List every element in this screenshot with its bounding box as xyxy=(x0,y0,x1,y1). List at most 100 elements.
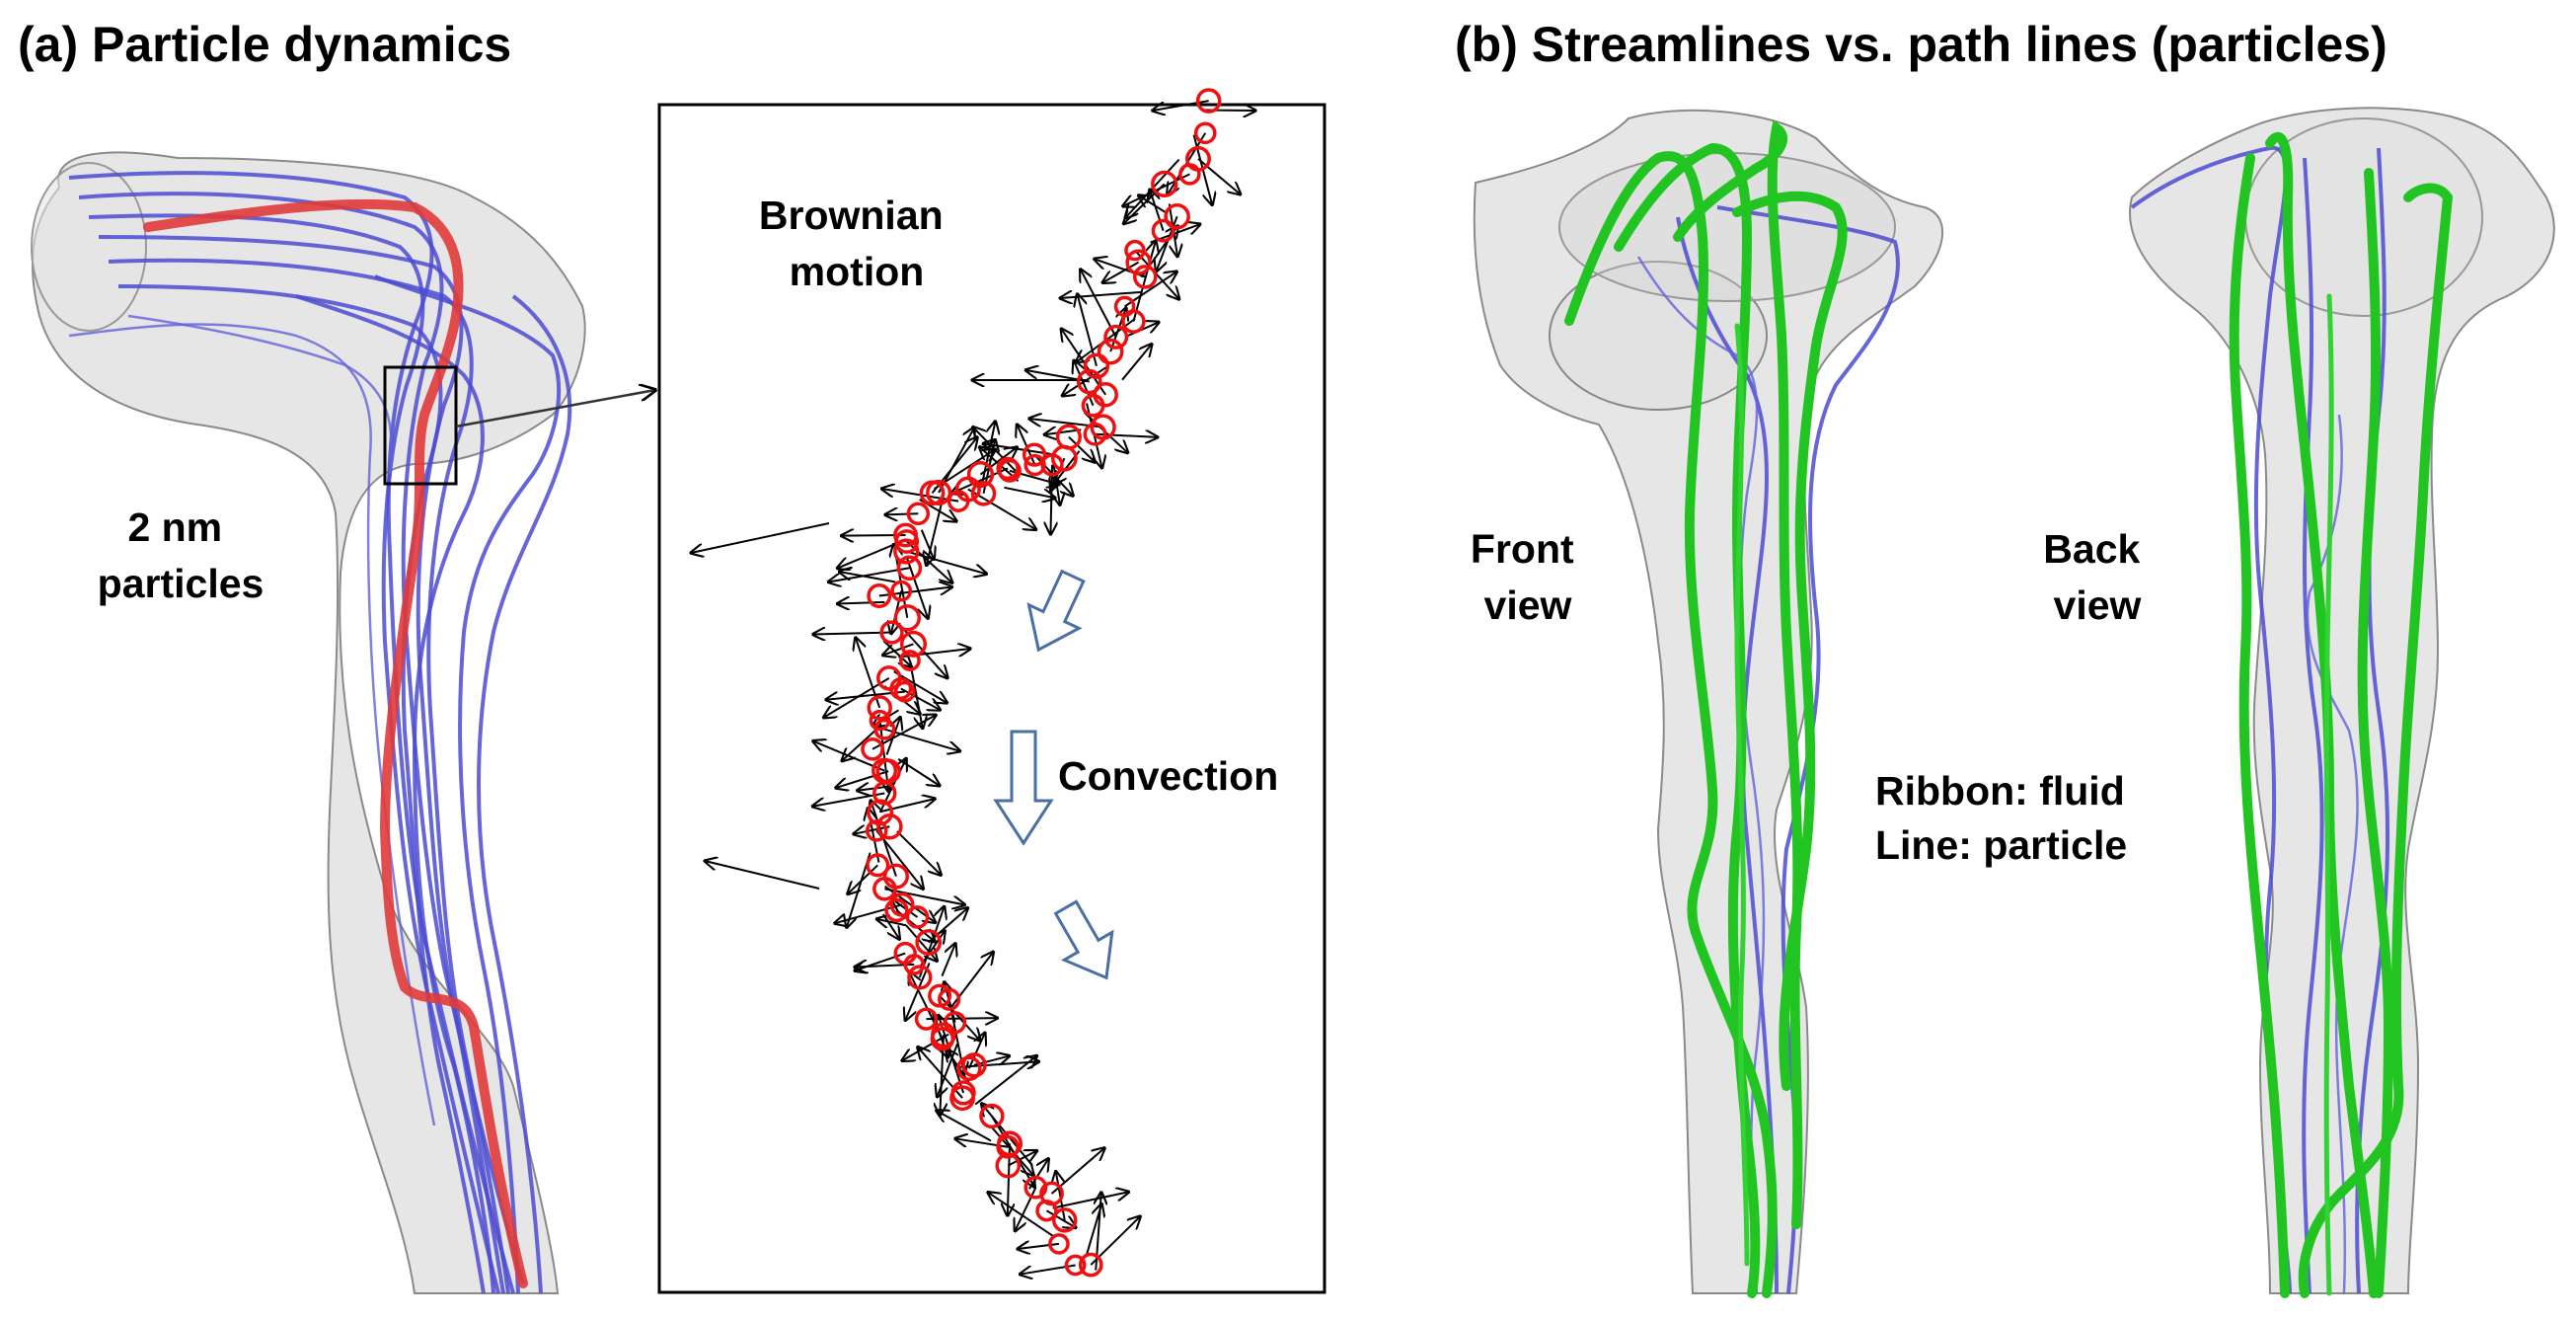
arrow-icon xyxy=(1018,1244,1060,1249)
circle-marker-icon xyxy=(1081,393,1105,418)
circle-marker-icon xyxy=(872,877,897,901)
circle-marker-icon xyxy=(899,630,928,658)
circle-marker-icon xyxy=(1151,218,1175,243)
arrow-icon xyxy=(1044,429,1082,434)
arrow-icon xyxy=(884,728,959,751)
circle-marker-icon xyxy=(884,897,909,923)
arrow-icon xyxy=(900,687,941,710)
circle-marker-icon xyxy=(1048,1233,1070,1255)
arrow-icon xyxy=(1126,322,1159,338)
arrow-icon xyxy=(905,555,928,618)
back-view-label: Back view xyxy=(2043,526,2151,628)
circle-marker-icon xyxy=(893,538,920,565)
arrow-icon xyxy=(967,1033,985,1069)
arrow-icon xyxy=(941,944,955,977)
tracked-particle-path xyxy=(143,198,528,1288)
circle-marker-icon xyxy=(1195,88,1222,114)
circle-marker-icon xyxy=(866,853,890,878)
arrow-icon xyxy=(1052,1192,1129,1209)
circle-marker-icon xyxy=(998,458,1022,483)
convection-arrows xyxy=(993,569,1114,980)
circle-marker-icon xyxy=(979,1103,1005,1129)
circle-marker-icon xyxy=(1076,368,1102,395)
brownian-motion-label: Brownian motion xyxy=(759,193,954,294)
hollow-down-arrow-icon xyxy=(1053,899,1114,980)
arrow-icon xyxy=(884,888,964,904)
circle-marker-icon xyxy=(867,582,892,608)
arrow-icon xyxy=(1004,486,1055,499)
circle-marker-icon xyxy=(865,819,888,842)
circle-marker-icon xyxy=(1193,121,1217,145)
arrow-icon xyxy=(885,717,901,755)
circle-marker-icon xyxy=(1040,453,1064,477)
circle-marker-icon xyxy=(1023,1175,1048,1200)
front-view-label: Front view xyxy=(1471,526,1585,628)
arrow-icon xyxy=(885,513,919,514)
arrow-icon xyxy=(896,830,942,875)
arrow-icon xyxy=(908,660,923,729)
arrow-icon xyxy=(989,1125,1033,1176)
arrow-icon xyxy=(1007,1151,1036,1167)
circle-marker-icon xyxy=(915,929,943,956)
circle-marker-icon xyxy=(938,987,961,1011)
arrow-icon xyxy=(1121,345,1152,381)
legend: Ribbon: fluid Line: particle xyxy=(1875,768,2136,868)
arrow-icon xyxy=(1102,261,1140,283)
arrow-icon xyxy=(705,861,820,890)
back-view-vessel xyxy=(2129,107,2555,1294)
circle-marker-icon xyxy=(926,479,952,506)
arrow-icon xyxy=(691,522,830,553)
arrow-icon xyxy=(882,643,914,655)
arrow-icon xyxy=(1150,190,1165,232)
arrow-icon xyxy=(812,792,885,806)
circle-marker-icon xyxy=(1083,422,1107,446)
legend-ribbon: Ribbon: fluid xyxy=(1875,768,2125,814)
circle-marker-icon xyxy=(1121,309,1146,334)
circle-marker-icon xyxy=(1078,1252,1103,1278)
circle-marker-icon xyxy=(896,555,923,582)
arrow-icon xyxy=(1045,1209,1076,1227)
arrow-icon xyxy=(981,1104,1033,1167)
arrow-icon xyxy=(813,741,885,772)
hollow-down-arrow-icon xyxy=(1026,569,1086,653)
arrow-icon xyxy=(813,632,892,634)
inset-frame xyxy=(657,103,1326,1294)
circle-marker-icon xyxy=(906,502,931,526)
arrow-icon xyxy=(878,720,888,792)
arrow-icon xyxy=(905,962,931,1020)
circle-marker-icon xyxy=(890,580,913,602)
arrow-icon xyxy=(848,864,878,893)
circle-marker-icon xyxy=(947,490,970,512)
circle-marker-icon xyxy=(996,456,1020,481)
arrow-icon xyxy=(1068,435,1096,462)
arrow-icon xyxy=(837,602,885,604)
circle-marker-icon xyxy=(907,965,933,990)
circle-marker-icon xyxy=(928,983,952,1008)
circle-marker-icon xyxy=(1103,324,1129,349)
arrow-icon xyxy=(920,529,935,560)
circle-marker-icon xyxy=(893,680,916,703)
circle-marker-icon xyxy=(1151,170,1178,198)
panel-a-title: (a) Particle dynamics xyxy=(18,17,511,72)
arrow-icon xyxy=(979,447,1017,476)
circle-marker-icon xyxy=(961,1052,987,1078)
arrow-icon xyxy=(1074,360,1095,407)
arrow-icon xyxy=(1015,1187,1037,1231)
circle-marker-icon xyxy=(898,650,921,671)
circle-marker-icon xyxy=(1064,1254,1087,1277)
circle-marker-icon xyxy=(894,529,920,554)
arrow-icon xyxy=(905,550,986,574)
arrow-icon xyxy=(1197,158,1241,194)
arrow-icon xyxy=(823,677,890,718)
arrow-icon xyxy=(974,1055,1036,1106)
circle-marker-icon xyxy=(1164,202,1190,230)
circle-marker-icon xyxy=(1132,265,1158,289)
circle-marker-icon xyxy=(1035,1200,1058,1222)
arrow-icon xyxy=(892,899,919,918)
circle-marker-icon xyxy=(889,892,915,917)
arrow-icon xyxy=(837,542,897,568)
circle-marker-icon xyxy=(903,954,926,975)
circle-marker-icon xyxy=(876,813,903,840)
